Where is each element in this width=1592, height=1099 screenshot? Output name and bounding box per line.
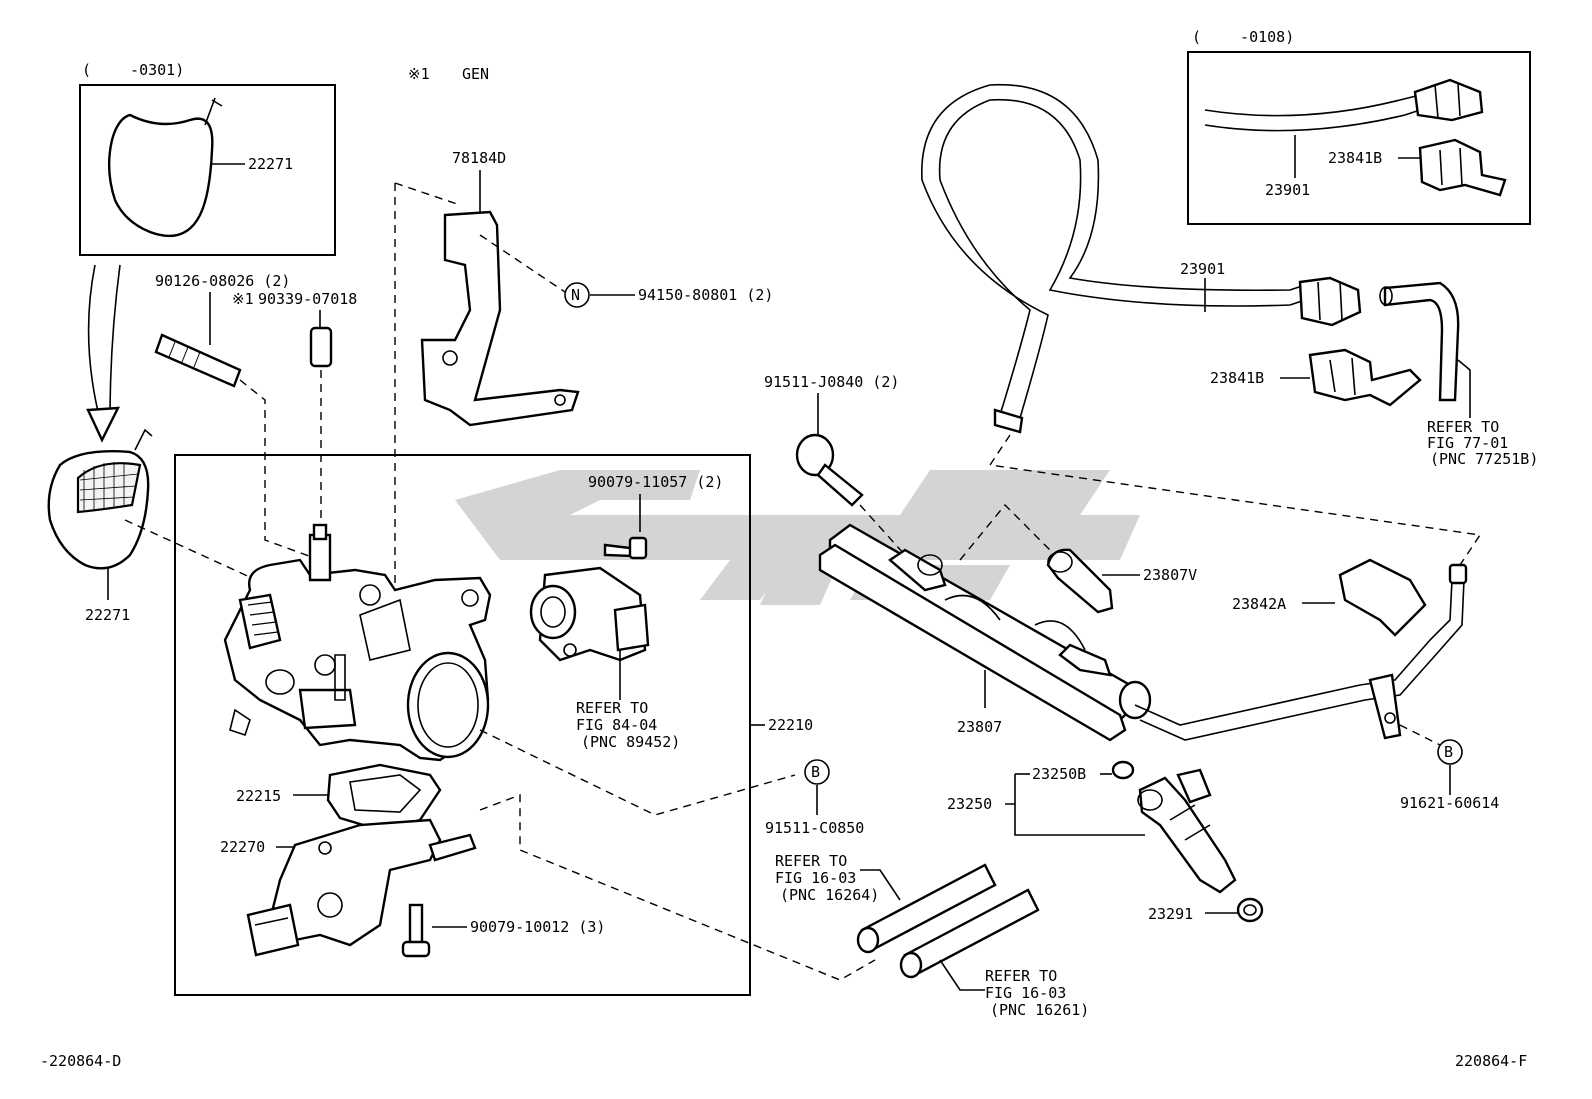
- damper-23807v: [1046, 548, 1114, 614]
- callout-23841b-top: 23841B: [1328, 149, 1382, 167]
- refer-1603a-line3: (PNC 16264): [780, 886, 879, 904]
- stud-90126: [154, 333, 242, 388]
- footer-left-code: -220864-D: [40, 1052, 121, 1070]
- clamp-23842a: [1338, 558, 1427, 637]
- callout-22271-top: 22271: [248, 155, 293, 173]
- note-text: GEN: [462, 65, 489, 83]
- callout-94150: 94150-80801 (2): [638, 286, 773, 304]
- refer-7701-line3: (PNC 77251B): [1430, 450, 1538, 468]
- callout-23842a: 23842A: [1232, 595, 1286, 613]
- callout-23250: 23250: [947, 795, 992, 813]
- refer-8404-line2: FIG 84-04: [576, 716, 657, 734]
- inset-left-label: ( -0301): [82, 61, 184, 79]
- callout-91511-j0840: 91511-J0840 (2): [764, 373, 899, 391]
- gasket-22271-inset: [107, 113, 214, 238]
- isc-valve-22270: [246, 818, 477, 957]
- circle-n-icon: [564, 282, 590, 308]
- refer-8404-line3: (PNC 89452): [581, 733, 680, 751]
- callout-90339: 90339-07018: [258, 290, 357, 308]
- air-valve-89452: [529, 566, 650, 662]
- inset-right-frame: [1187, 51, 1531, 225]
- refer-7701-line1: REFER TO: [1427, 418, 1499, 436]
- screw-90079-10012: [408, 903, 424, 947]
- o-ring-23250b: [1111, 760, 1135, 780]
- fuel-hose-23901-inset: [1204, 78, 1484, 132]
- arrow-icon: [87, 264, 101, 421]
- refer-1603b-line1: REFER TO: [985, 967, 1057, 985]
- refer-7701-line2: FIG 77-01: [1427, 434, 1508, 452]
- screw-90079-11057: [603, 543, 634, 558]
- pipe-90339: [309, 326, 333, 368]
- callout-22215: 22215: [236, 787, 281, 805]
- callout-23841b-mid: 23841B: [1210, 369, 1264, 387]
- circle-b-label-1: B: [811, 763, 820, 781]
- callout-22271-bottom: 22271: [85, 606, 130, 624]
- bracket-78184d: [420, 210, 580, 427]
- callout-90079-10012: 90079-10012 (3): [470, 918, 605, 936]
- clip-23841b-top: [1418, 138, 1507, 197]
- callout-23901-top: 23901: [1265, 181, 1310, 199]
- callout-23807: 23807: [957, 718, 1002, 736]
- refer-1603b-line3: (PNC 16261): [990, 1001, 1089, 1019]
- throttle-body: [223, 523, 492, 762]
- callout-90339-mark: ※1: [232, 290, 254, 308]
- callout-23807v: 23807V: [1143, 566, 1197, 584]
- insulator-23291: [1236, 897, 1264, 923]
- fuel-delivery-pipe-23807: [818, 523, 1152, 742]
- refer-8404-line1: REFER TO: [576, 699, 648, 717]
- circle-b-icon-1: [804, 759, 830, 785]
- circle-b-label-2: B: [1444, 743, 1453, 761]
- inset-right-label: ( -0108): [1192, 28, 1294, 46]
- fuel-hose-23901: [921, 83, 1362, 434]
- note-mark: ※1: [408, 65, 430, 83]
- fuel-pipe: [1134, 579, 1453, 726]
- callout-23901-mid: 23901: [1180, 260, 1225, 278]
- refer-1603a-line2: FIG 16-03: [775, 869, 856, 887]
- callout-22210: 22210: [768, 716, 813, 734]
- circle-b-icon-2: [1437, 739, 1463, 765]
- circle-n-label: N: [571, 286, 580, 304]
- callout-78184d: 78184D: [452, 149, 506, 167]
- footer-right-code: 220864-F: [1455, 1052, 1527, 1070]
- callout-22270: 22270: [220, 838, 265, 856]
- refer-1603b-line2: FIG 16-03: [985, 984, 1066, 1002]
- injector-23250: [1137, 768, 1237, 894]
- callout-90079-11057: 90079-11057 (2): [588, 473, 723, 491]
- clip-23841b-mid: [1308, 348, 1422, 407]
- bolt-91511-j0840: [795, 433, 864, 507]
- inset-left-frame: [79, 84, 336, 256]
- callout-91511-c0850: 91511-C0850: [765, 819, 864, 837]
- callout-23250b: 23250B: [1032, 765, 1086, 783]
- callout-23291: 23291: [1148, 905, 1193, 923]
- callout-90126: 90126-08026 (2): [155, 272, 290, 290]
- refer-1603a-line1: REFER TO: [775, 852, 847, 870]
- callout-91621: 91621-60614: [1400, 794, 1499, 812]
